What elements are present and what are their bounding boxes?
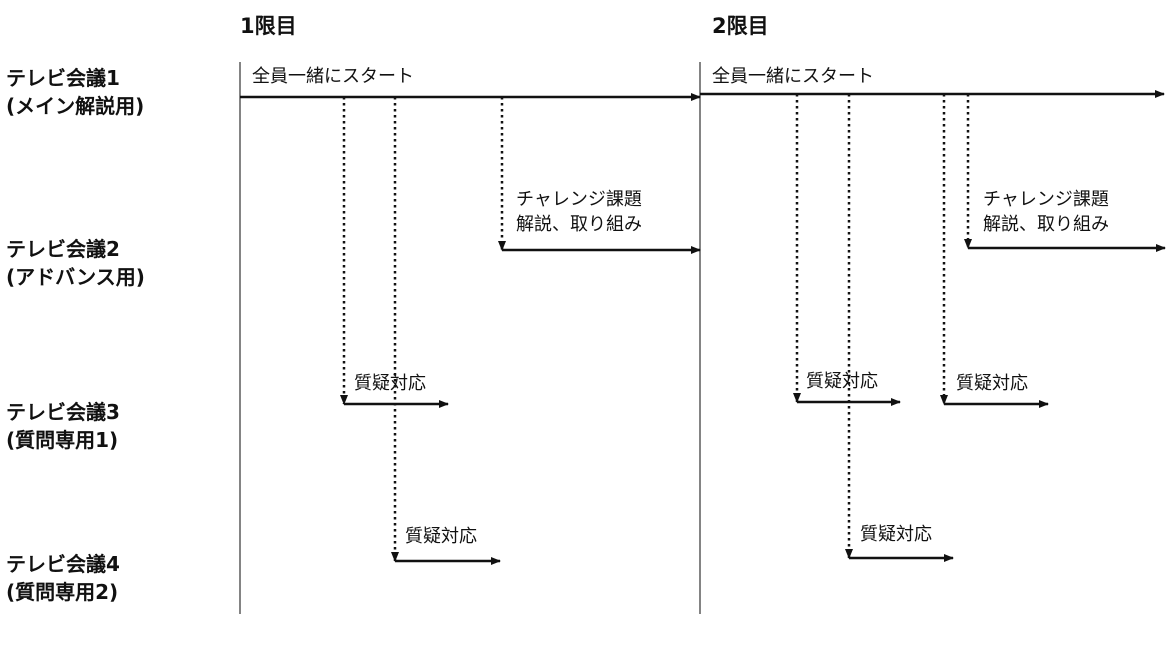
qa-note-p1-conf3: 質疑対応	[354, 373, 426, 394]
challenge-note-line-2: 解説、取り組み	[983, 214, 1109, 235]
row-label-title: テレビ会議4	[6, 552, 120, 576]
start-note-period-2: 全員一緒にスタート	[712, 66, 874, 87]
start-note-period-1: 全員一緒にスタート	[252, 66, 414, 87]
period-header-2: 2限目	[712, 14, 769, 38]
challenge-note-period-2: チャレンジ課題 解説、取り組み	[983, 187, 1109, 237]
qa-note-p2-conf3-a: 質疑対応	[806, 371, 878, 392]
challenge-note-period-1: チャレンジ課題 解説、取り組み	[516, 187, 642, 237]
row-label-conference-1: テレビ会議1 (メイン解説用)	[6, 64, 144, 120]
row-label-title: テレビ会議2	[6, 237, 120, 261]
row-label-subtitle: (メイン解説用)	[6, 94, 145, 118]
row-label-title: テレビ会議3	[6, 400, 120, 424]
row-label-conference-2: テレビ会議2 (アドバンス用)	[6, 235, 145, 291]
row-label-conference-3: テレビ会議3 (質問専用1)	[6, 398, 120, 454]
period-header-1: 1限目	[240, 14, 297, 38]
row-label-title: テレビ会議1	[6, 66, 120, 90]
row-label-subtitle: (質問専用2)	[6, 580, 119, 604]
qa-note-p2-conf4: 質疑対応	[860, 524, 932, 545]
row-label-subtitle: (質問専用1)	[6, 428, 119, 452]
row-label-subtitle: (アドバンス用)	[6, 265, 145, 289]
qa-note-p1-conf4: 質疑対応	[405, 526, 477, 547]
row-label-conference-4: テレビ会議4 (質問専用2)	[6, 550, 120, 606]
challenge-note-line-1: チャレンジ課題	[516, 189, 642, 210]
challenge-note-line-2: 解説、取り組み	[516, 214, 642, 235]
challenge-note-line-1: チャレンジ課題	[983, 189, 1109, 210]
qa-note-p2-conf3-b: 質疑対応	[956, 373, 1028, 394]
